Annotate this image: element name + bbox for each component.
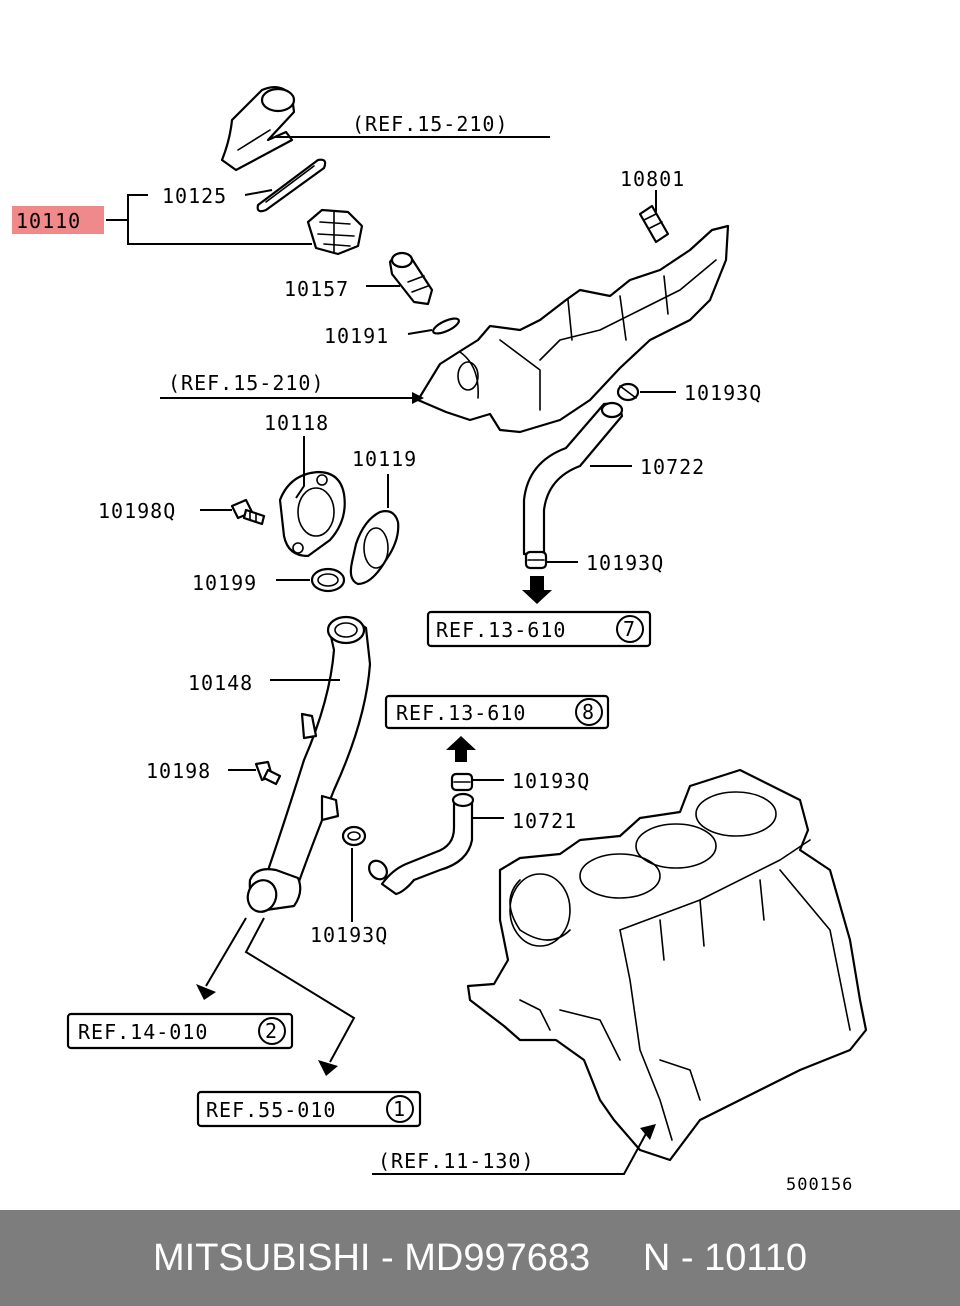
gasket-10119 [349, 510, 400, 586]
label-10198q: 10198Q [98, 499, 176, 523]
label-10191: 10191 [324, 324, 389, 348]
arrow-ref-14-010 [196, 984, 216, 1000]
label-10110: 10110 [16, 209, 81, 233]
label-10199: 10199 [192, 571, 257, 595]
label-10193q-d: 10193Q [310, 923, 388, 947]
clamp-10193q-b [524, 550, 548, 570]
thermostat-case-10118 [278, 470, 346, 558]
label-10721: 10721 [512, 809, 577, 833]
label-ref-13-610-7-circle: 7 [623, 617, 636, 641]
oring-10191 [432, 317, 460, 335]
label-ref-13-610-8-circle: 8 [582, 700, 595, 724]
water-pipe-10148 [246, 615, 372, 913]
clamp-10193q-a [616, 382, 640, 402]
oring-10199 [310, 567, 346, 593]
arrow-ref-55-010 [318, 1060, 338, 1076]
label-10193q-a: 10193Q [684, 381, 762, 405]
label-10157: 10157 [284, 277, 349, 301]
label-ref-15-210-top: (REF.15-210) [352, 112, 509, 136]
hose-10721 [368, 792, 475, 896]
footer-bar: MITSUBISHI - MD997683 N - 10110 [0, 1210, 960, 1306]
label-ref-13-610-8: REF.13-610 [396, 701, 526, 725]
label-10193q-b: 10193Q [586, 551, 664, 575]
label-ref-11-130: (REF.11-130) [378, 1149, 535, 1173]
label-ref-15-210-mid: (REF.15-210) [168, 371, 325, 395]
label-10193q-c: 10193Q [512, 769, 590, 793]
label-ref-14-010: REF.14-010 [78, 1020, 208, 1044]
bolt-10198q [230, 498, 266, 526]
highlight-10110 [12, 206, 104, 234]
clamp-10193q-d [341, 825, 367, 847]
bolt-10198 [254, 760, 282, 786]
sensor-10157 [388, 251, 434, 306]
thermostat-10110 [306, 208, 364, 256]
label-10722: 10722 [640, 455, 705, 479]
footer-part-info: MITSUBISHI - MD997683 N - 10110 [153, 1236, 807, 1279]
arrow-down-ref-13-610-7 [522, 576, 552, 604]
label-10198: 10198 [146, 759, 211, 783]
engine-block [466, 768, 868, 1162]
label-10118: 10118 [264, 411, 329, 435]
label-10125: 10125 [162, 184, 227, 208]
label-ref-55-010: REF.55-010 [206, 1098, 336, 1122]
ref-box-13-610-7 [426, 610, 652, 648]
gasket-10125 [256, 158, 327, 213]
label-10801: 10801 [620, 167, 685, 191]
ref-box-14-010 [66, 1012, 294, 1050]
water-outlet-top [220, 85, 296, 172]
parts-diagram: (REF.15-210) 10125 10110 10801 10157 101… [12, 85, 868, 1195]
label-ref-13-610-7: REF.13-610 [436, 618, 566, 642]
label-ref-55-010-circle: 1 [393, 1097, 406, 1121]
label-10119: 10119 [352, 447, 417, 471]
diagram-code: 500156 [786, 1175, 853, 1195]
ref-box-13-610-8 [384, 694, 610, 730]
clamp-10193q-c [450, 772, 474, 792]
arrow-up-ref-13-610-8 [446, 736, 476, 762]
ref-box-55-010 [196, 1090, 422, 1128]
hose-10722 [522, 401, 624, 556]
label-10148: 10148 [188, 671, 253, 695]
sensor-10801 [638, 204, 670, 244]
water-housing [416, 224, 730, 434]
label-ref-14-010-circle: 2 [265, 1019, 278, 1043]
